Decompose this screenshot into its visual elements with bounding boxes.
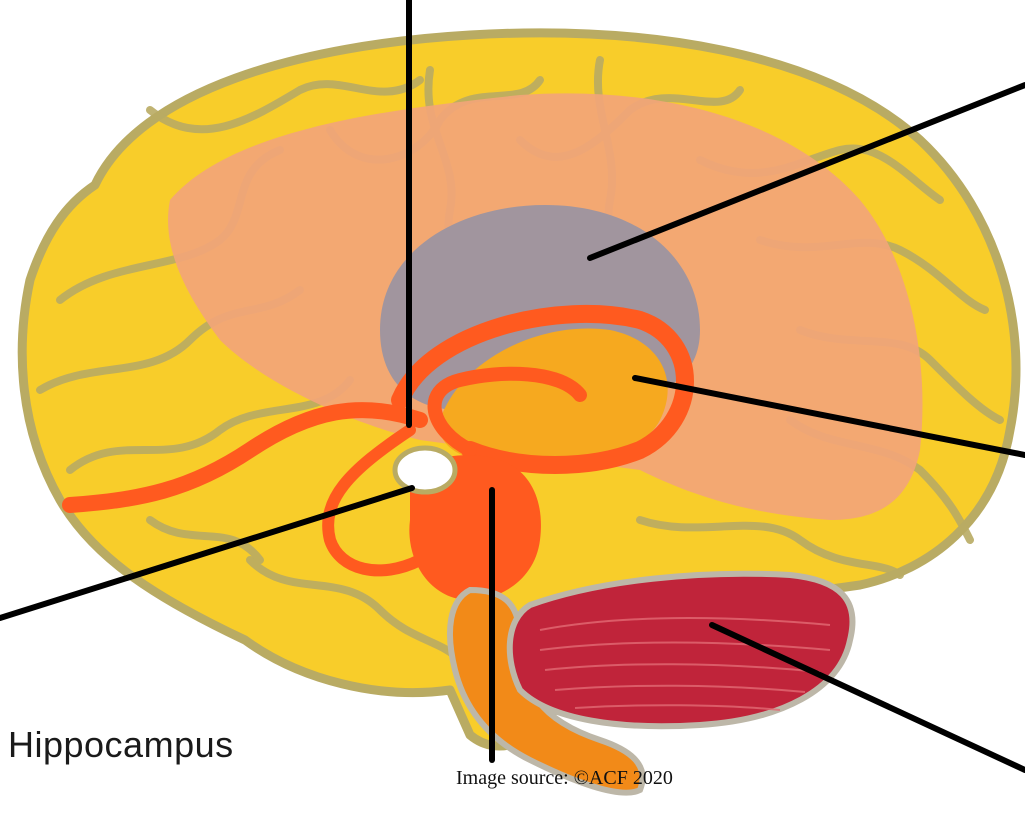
hippocampus-label: Hippocampus [8, 724, 234, 766]
cerebellum [510, 574, 853, 726]
optic-area [395, 448, 455, 492]
image-source-credit: Image source: ©ACF 2020 [456, 767, 673, 790]
